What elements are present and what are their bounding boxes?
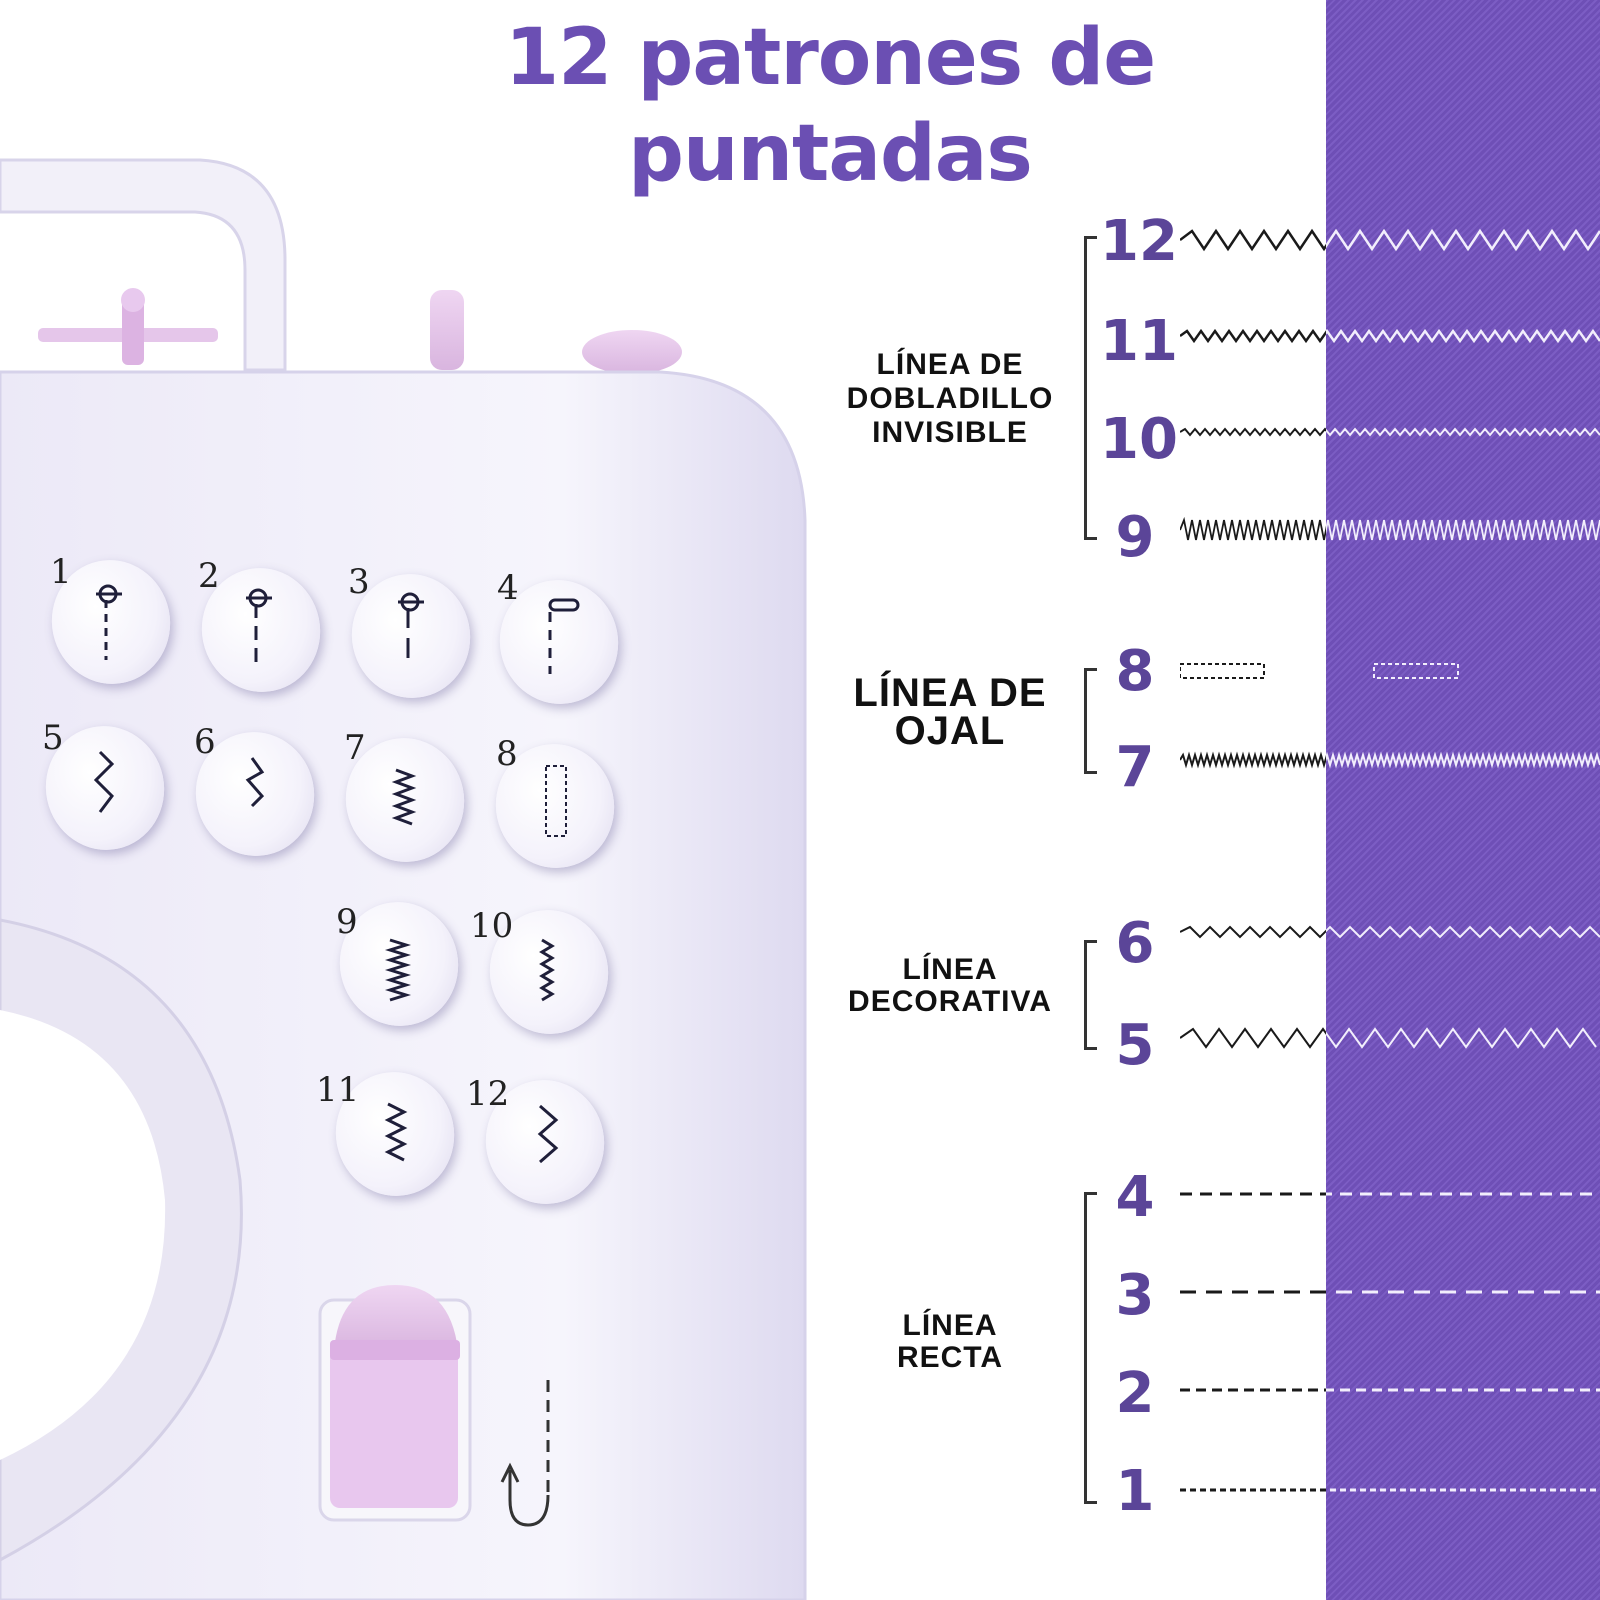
stitch-line-5 — [1326, 1027, 1597, 1049]
stitch-line-8 — [1373, 663, 1459, 679]
bracket-decorativa — [1084, 940, 1097, 1050]
stitch-symbol-icon — [93, 584, 580, 1164]
stitch-line-11 — [1326, 328, 1600, 344]
title-line-1: 12 patrones de — [504, 13, 1156, 103]
stitch-sample-lines — [1180, 228, 1600, 1492]
stitch-line-12 — [1326, 228, 1600, 252]
button-number: 4 — [497, 568, 519, 608]
button-number: 12 — [466, 1074, 510, 1114]
button-number: 2 — [198, 556, 220, 596]
button-number: 1 — [50, 552, 72, 592]
stitch-number-1: 1 — [1115, 1459, 1155, 1524]
stitch-line-8 — [1180, 663, 1265, 679]
stitch-line-7 — [1326, 751, 1600, 769]
stitch-line-11 — [1180, 328, 1326, 344]
title-line-2: puntadas — [628, 109, 1033, 199]
stitch-line-10 — [1326, 427, 1600, 437]
button-number: 6 — [194, 722, 216, 762]
stitch-line-12 — [1180, 228, 1326, 252]
stitch-number-4: 4 — [1115, 1165, 1155, 1230]
stitch-samples — [1180, 228, 1600, 1492]
stitch-line-9 — [1326, 519, 1600, 541]
stitch-number-6: 6 — [1115, 911, 1155, 976]
stitch-number-2: 2 — [1115, 1361, 1155, 1426]
bracket-recta — [1084, 1192, 1097, 1504]
stitch-number-7: 7 — [1115, 735, 1155, 800]
button-number: 9 — [336, 902, 358, 942]
stitch-number-5: 5 — [1115, 1013, 1155, 1078]
page-title: 12 patrones de puntadas — [420, 10, 1240, 202]
stitch-number-10: 10 — [1100, 407, 1178, 472]
reverse-stitch-icon — [500, 1380, 550, 1527]
bracket-ojal — [1084, 668, 1097, 774]
stitch-line-7 — [1180, 751, 1326, 769]
button-number: 10 — [470, 906, 514, 946]
bracket-invisible — [1084, 236, 1097, 540]
stitch-line-6 — [1326, 925, 1600, 939]
stitch-number-3: 3 — [1115, 1263, 1155, 1328]
button-number: 7 — [344, 728, 366, 768]
bobbin-winder-knob — [582, 330, 682, 374]
button-number: 11 — [316, 1070, 360, 1110]
stitch-number-12: 12 — [1100, 209, 1178, 274]
stitch-number-11: 11 — [1100, 309, 1178, 374]
stitch-line-10 — [1180, 427, 1326, 437]
button-number: 3 — [348, 562, 370, 602]
button-number: 8 — [496, 734, 518, 774]
fabric-swatch — [1326, 0, 1600, 1600]
button-number: 5 — [42, 718, 64, 758]
stitch-line-9 — [1180, 516, 1326, 541]
stitch-line-6 — [1180, 925, 1326, 939]
stitch-number-8: 8 — [1115, 639, 1155, 704]
stitch-line-5 — [1180, 1027, 1326, 1049]
reverse-lever — [330, 1340, 458, 1508]
stitch-number-9: 9 — [1115, 505, 1155, 570]
